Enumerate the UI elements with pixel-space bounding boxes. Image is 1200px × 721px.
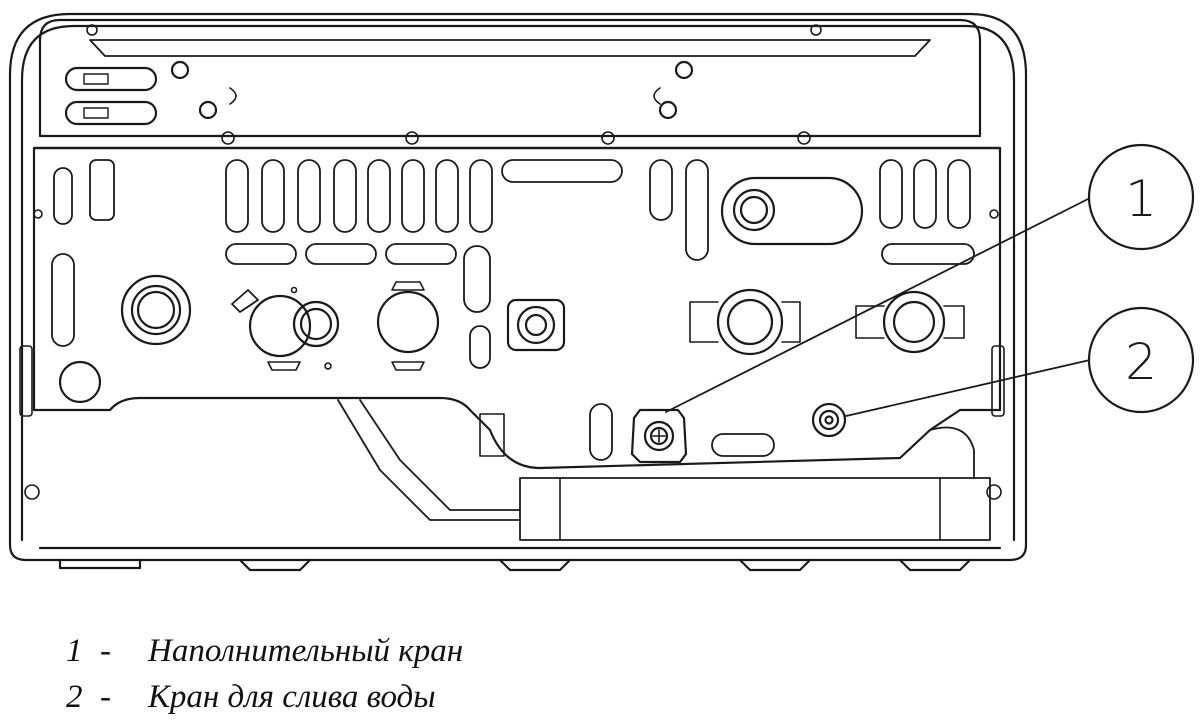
pipe-connection-center <box>376 281 440 371</box>
callout-2-number: 2 <box>1125 333 1157 391</box>
pipe-connection-right-1 <box>689 288 801 356</box>
drain-valve <box>811 402 847 438</box>
pipe-hole-left-small <box>58 360 102 404</box>
ventilation-slots <box>51 159 975 369</box>
callout-2: 2 <box>1087 306 1195 414</box>
pipe-connection-right-2 <box>855 290 965 354</box>
callout-2-leader <box>845 359 1091 417</box>
legend-item-1-number: 1 <box>66 633 83 669</box>
legend-item-2: 2- Кран для слива воды <box>66 674 463 720</box>
boiler-casing-outline <box>8 12 1028 562</box>
callout-1-leader <box>665 197 1091 413</box>
flue-window <box>720 176 864 246</box>
side-tabs-and-screws <box>19 209 1005 500</box>
top-mounting-bracket <box>38 18 982 138</box>
callout-1: 1 <box>1087 143 1195 251</box>
gas-valve-connection <box>231 289 340 371</box>
legend-separator: - <box>100 679 111 715</box>
fill-valve <box>630 408 688 464</box>
legend-item-1-label: Наполнительный кран <box>148 633 464 669</box>
legend-item-2-label: Кран для слива воды <box>148 679 436 715</box>
bottom-plate <box>32 146 1002 470</box>
legend-item-1: 1- Наполнительный кран <box>66 628 463 674</box>
boiler-bottom-view-diagram: 1 2 <box>8 12 1195 572</box>
legend-separator: - <box>100 633 111 669</box>
legend: 1- Наполнительный кран 2- Кран для слива в… <box>66 628 463 720</box>
callout-1-number: 1 <box>1125 170 1157 228</box>
legend-item-2-number: 2 <box>66 679 83 715</box>
boiler-casing-inner-outline <box>20 24 1016 542</box>
lower-housing <box>519 477 991 541</box>
bracket-screws <box>86 24 822 145</box>
pipe-connection-left <box>120 274 192 346</box>
cable-gland <box>506 298 566 352</box>
casing-bottom-rim <box>38 546 1002 572</box>
lower-pipe-channel <box>337 399 521 521</box>
